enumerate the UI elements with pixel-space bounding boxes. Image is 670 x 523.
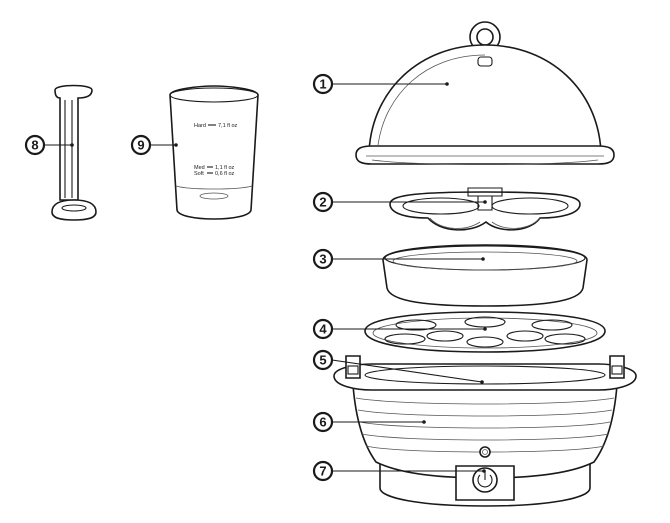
poaching-tray xyxy=(382,244,588,307)
callout-4: 4 xyxy=(312,318,334,340)
callout-8-number: 8 xyxy=(31,138,38,153)
callout-3: 3 xyxy=(312,248,334,270)
callout-2: 2 xyxy=(312,191,334,213)
callout-5-number: 5 xyxy=(319,353,326,368)
callout-1: 1 xyxy=(312,73,334,95)
callout-5: 5 xyxy=(312,349,334,371)
cup-scale-hard-value: 7,1 fl oz xyxy=(218,123,238,129)
cup-scale-med-label: Med xyxy=(194,165,205,171)
callout-7: 7 xyxy=(312,460,334,482)
measuring-cup: Hard 7,1 fl oz Med 1,1 fl oz Soft 0,6 fl… xyxy=(169,85,259,220)
egg-holder-tray xyxy=(364,311,606,353)
callout-1-number: 1 xyxy=(319,77,326,92)
cup-scale-soft-value: 0,6 fl oz xyxy=(215,171,235,177)
cup-scale-med-value: 1,1 fl oz xyxy=(215,165,235,171)
callout-9: 9 xyxy=(130,134,152,156)
omelet-tray xyxy=(389,187,581,231)
leader-lines xyxy=(44,82,487,473)
egg-piercer xyxy=(51,84,97,221)
cup-scale-soft-label: Soft xyxy=(194,171,204,177)
callout-6-number: 6 xyxy=(319,415,326,430)
lid xyxy=(355,21,615,165)
base xyxy=(333,355,637,507)
callout-9-number: 9 xyxy=(137,138,144,153)
callout-8: 8 xyxy=(24,134,46,156)
cup-scale-hard-label: Hard xyxy=(194,123,206,129)
callout-3-number: 3 xyxy=(319,252,326,267)
callout-4-number: 4 xyxy=(319,322,327,337)
callout-2-number: 2 xyxy=(319,195,326,210)
callout-7-number: 7 xyxy=(319,464,326,479)
callout-6: 6 xyxy=(312,411,334,433)
